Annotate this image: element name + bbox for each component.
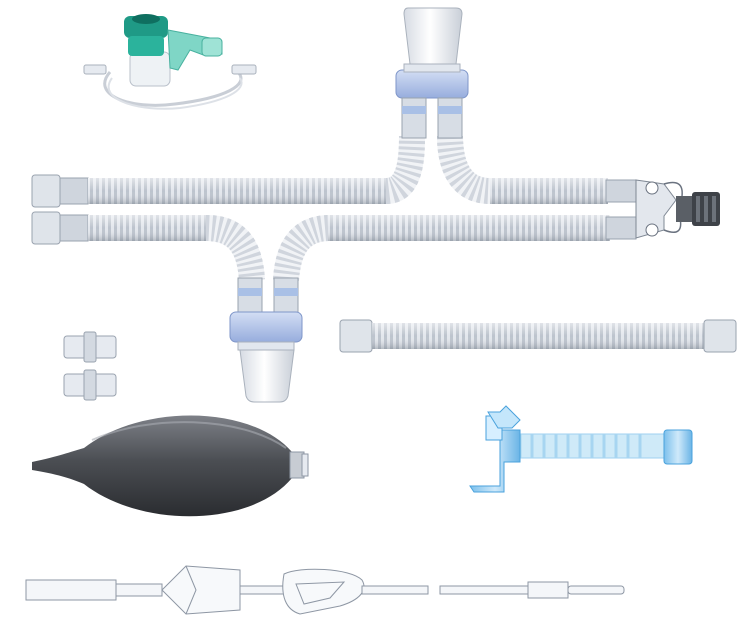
extension-tube [339,319,737,353]
suction-catheter [25,565,625,615]
catheter-mount [469,405,693,493]
y-piece-connector [635,179,720,239]
reservoir-bag [32,415,309,517]
straight-adapter-2 [63,369,117,401]
nebulizer-mask-kit [83,14,257,110]
water-trap-upper [395,7,469,139]
dual-limb-circuit [31,135,637,282]
water-trap-lower [229,277,303,403]
straight-adapter-1 [63,331,117,363]
